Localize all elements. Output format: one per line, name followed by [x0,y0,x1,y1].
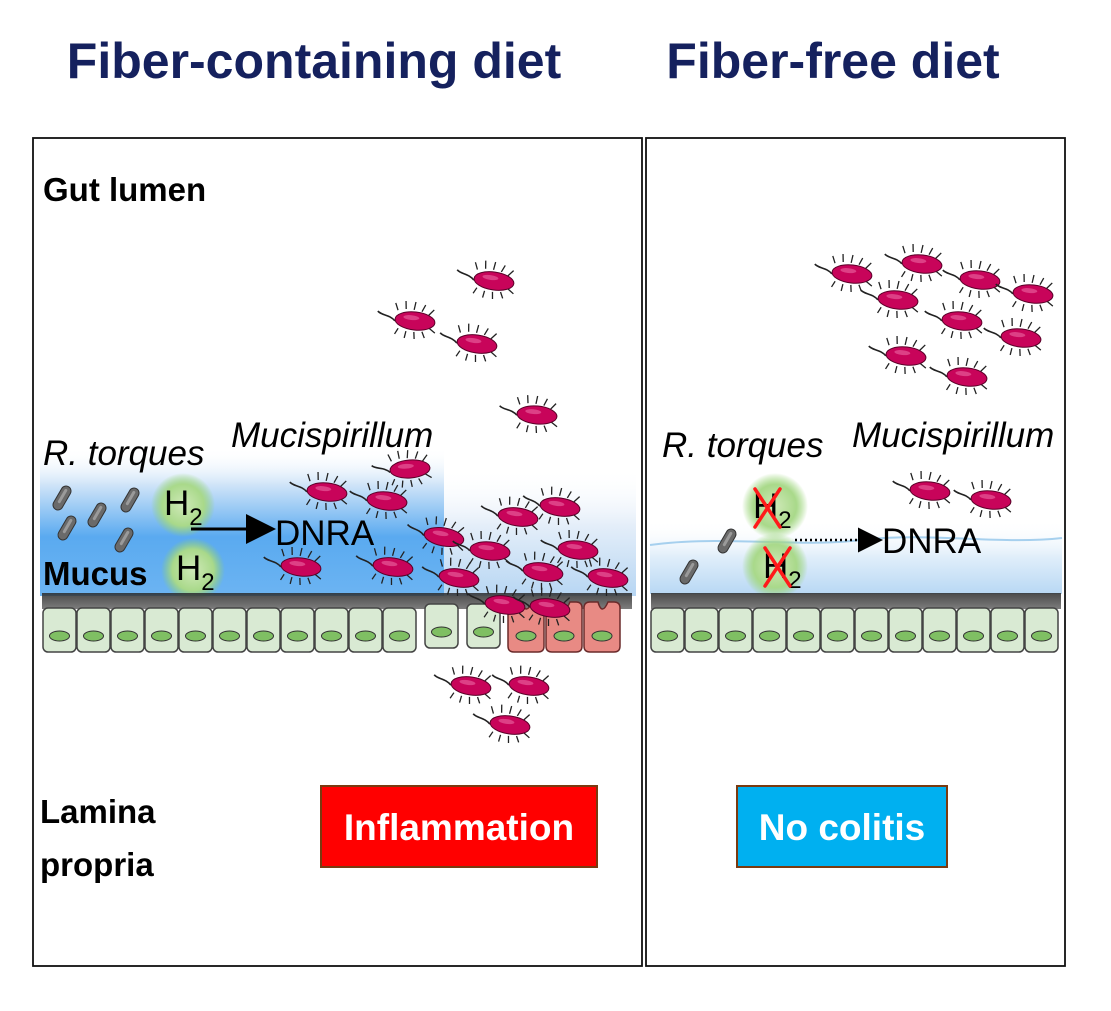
lamina-propria-label-line1: Lamina [40,793,156,830]
mucus-layer-thin [650,520,1062,594]
mucispirillum-label-right: Mucispirillum [852,416,1054,455]
r-torques-label-right: R. torques [662,426,823,465]
cross-out-icon [753,487,792,588]
no-colitis-label: No colitis [759,807,926,848]
inflammation-badge [320,785,598,868]
mucus-layer-healthy [40,448,444,596]
right-panel-title: Fiber-free diet [666,33,1000,89]
brush-border-right [651,593,1061,609]
right-panel: R. torques Mucispirillum H2 H2 DNRA [645,137,1066,967]
dnra-label-right: DNRA [882,522,982,561]
inflammation-label: Inflammation [344,807,574,848]
lamina-propria-label-line2: propria [40,846,154,883]
left-panel: Gut lumen R. torques Mucispirillum H2 H2… [32,137,643,967]
epithelial-cell-icon-right [650,607,1059,653]
gut-lumen-label: Gut lumen [43,171,206,208]
h2-bubble-icon [151,473,225,602]
r-torques-label-left: R. torques [43,434,204,473]
mucispirillum-label-left: Mucispirillum [231,416,433,455]
dnra-label-left: DNRA [275,514,375,553]
epithelial-cell-icon [42,603,501,653]
h2-label-bottom-left: H2 [176,549,215,596]
left-panel-title: Fiber-containing diet [67,33,562,89]
h2-label-top-left: H2 [164,484,203,531]
no-colitis-badge [736,785,948,868]
mucus-label: Mucus [43,555,148,592]
